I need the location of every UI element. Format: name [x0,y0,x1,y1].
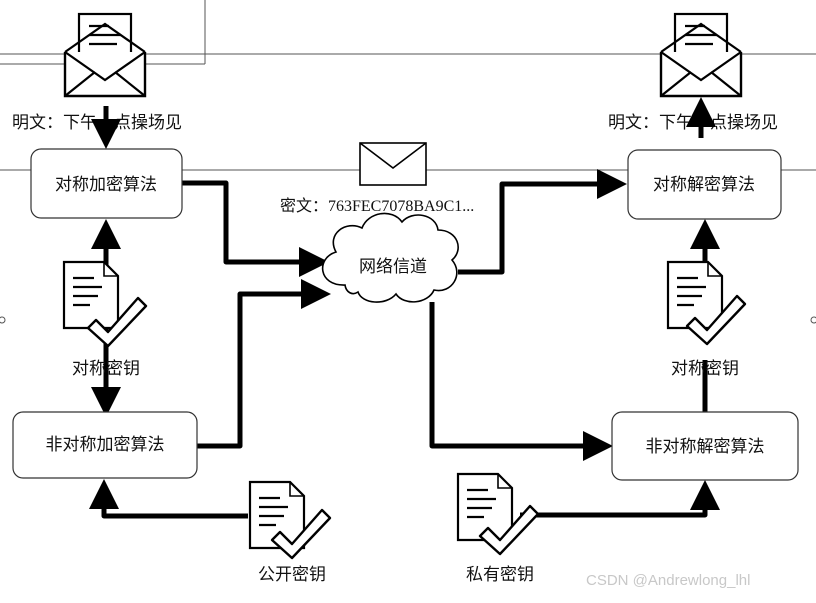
sym-decrypt-box: 对称解密算法 [627,149,782,220]
channel-label: 网络信道 [359,257,427,277]
ciphertext-mail-icon [359,142,427,186]
network-channel-cloud: 网络信道 [321,212,459,303]
plaintext-label-right: 明文：下午一点操场见 [608,113,778,133]
asym-decrypt-label: 非对称解密算法 [646,437,765,457]
private-key-label: 私有密钥 [466,565,534,585]
asym-decrypt-box: 非对称解密算法 [611,411,799,481]
plaintext-envelope-icon-right [659,12,743,98]
sym-key-right-label: 对称密钥 [671,359,739,379]
sym-encrypt-box: 对称加密算法 [30,148,183,219]
sym-key-right-icon [666,260,747,346]
sym-decrypt-label: 对称解密算法 [653,175,755,195]
public-key-label: 公开密钥 [258,565,326,585]
asym-encrypt-label: 非对称加密算法 [46,435,165,455]
sym-encrypt-label: 对称加密算法 [55,175,157,195]
sym-key-left-icon [62,260,148,348]
asym-encrypt-box: 非对称加密算法 [12,411,198,479]
plaintext-label-left: 明文：下午一点操场见 [12,113,182,133]
watermark: CSDN @Andrewlong_lhl [586,572,750,589]
private-key-icon [456,472,540,556]
plaintext-envelope-icon-left [63,12,147,98]
sym-key-left-label: 对称密钥 [72,359,140,379]
ciphertext-label: 密文：763FEC7078BA9C1... [280,197,474,215]
public-key-icon [248,480,332,560]
